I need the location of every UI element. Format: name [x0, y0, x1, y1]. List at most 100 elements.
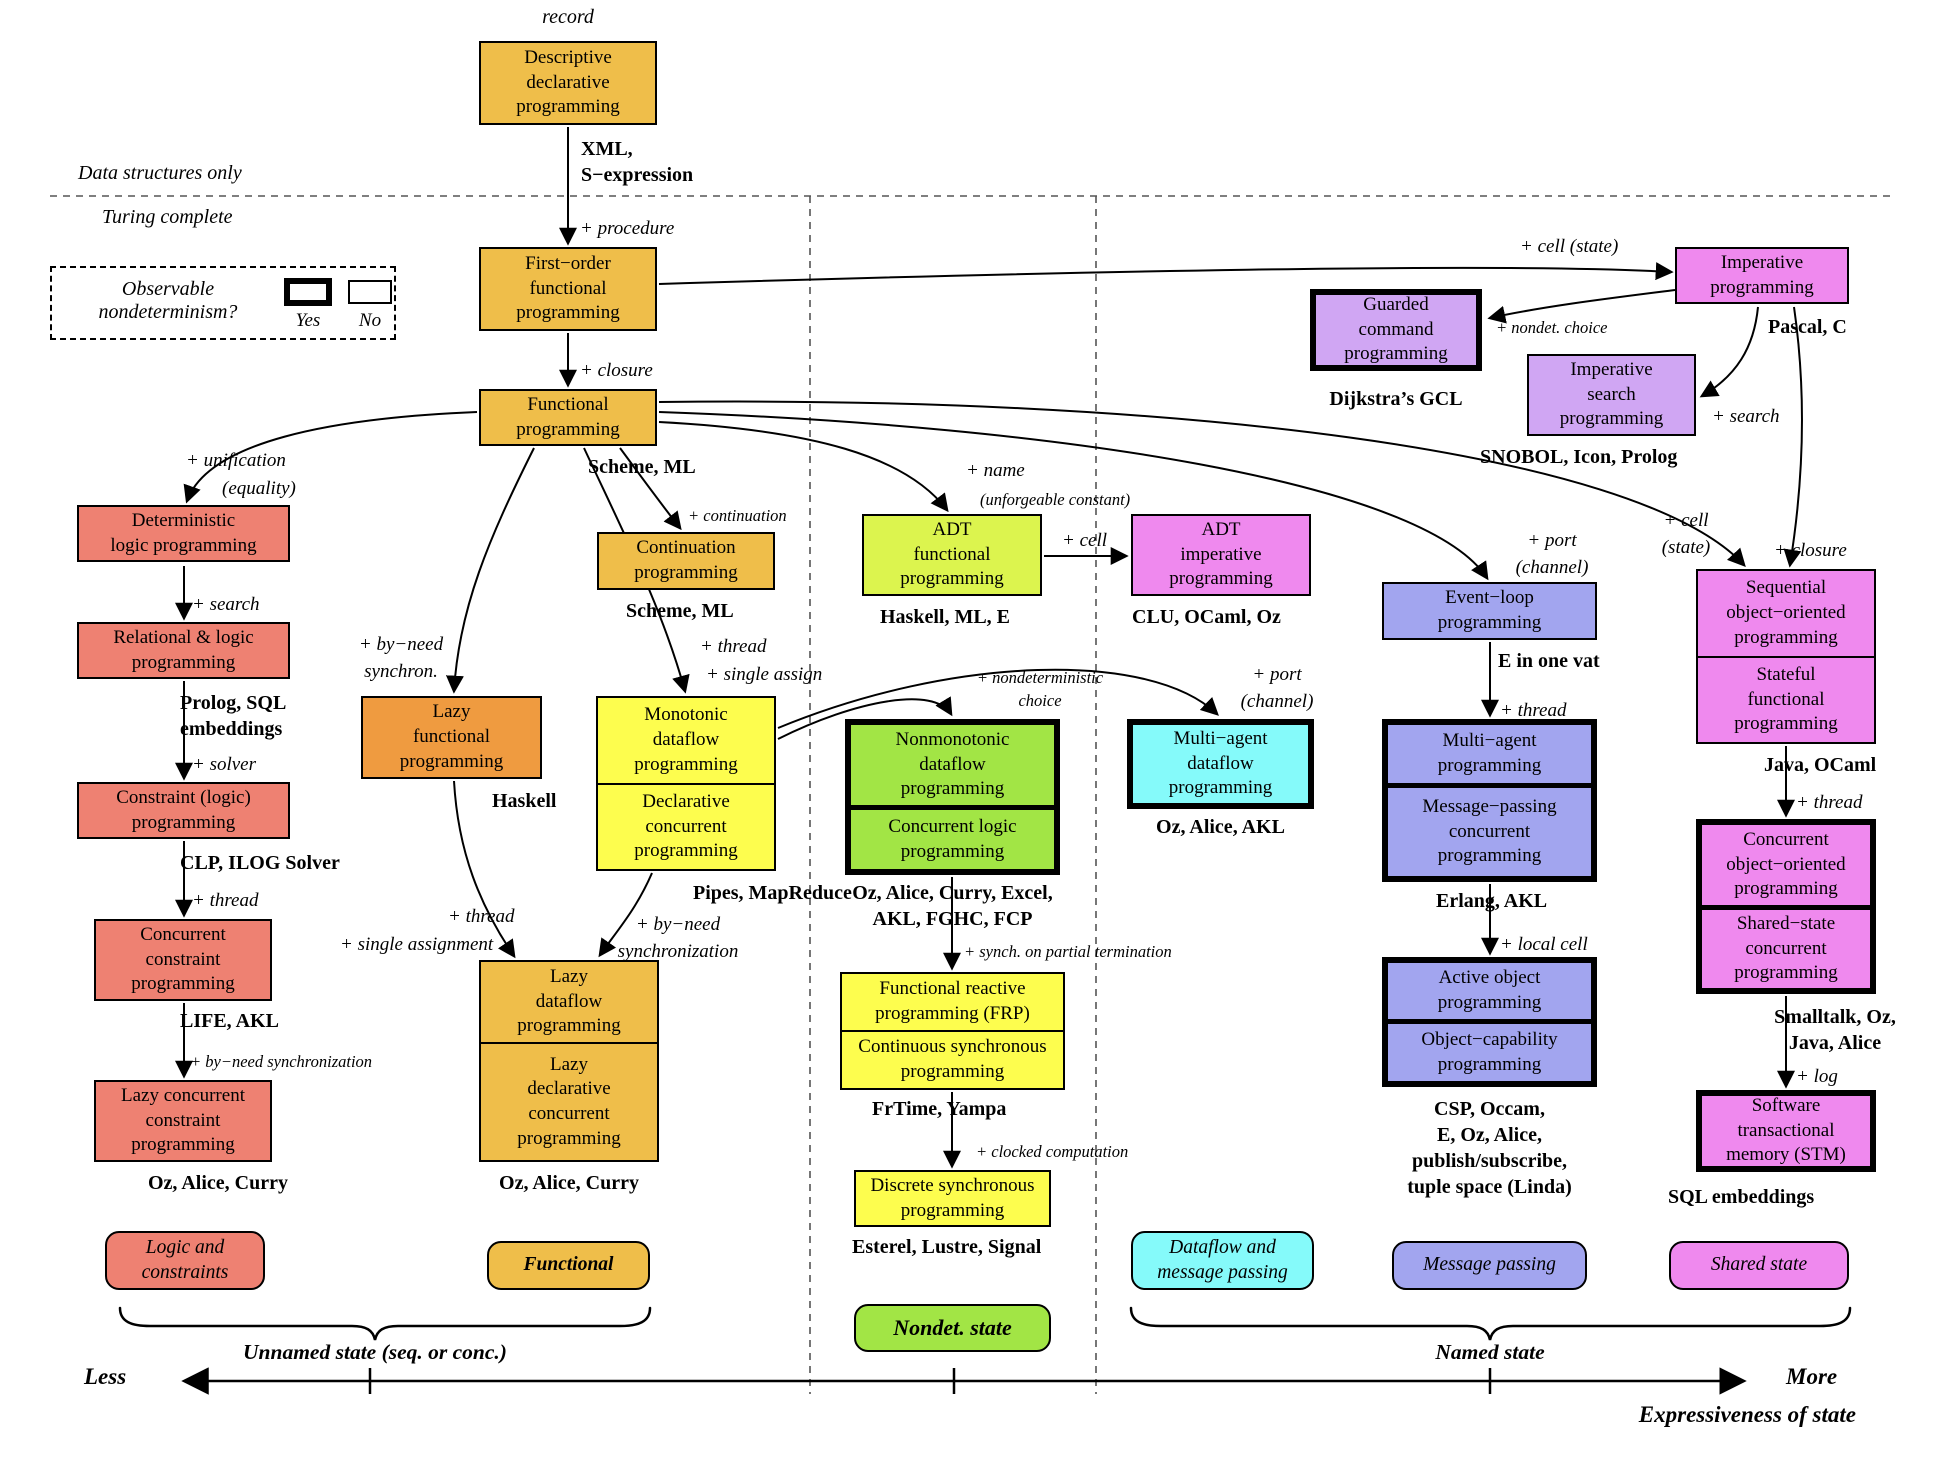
node-frp-continuous-synchronous: Functional reactive programming (FRP) Co… [840, 972, 1065, 1090]
legend-yes-sample-box [284, 278, 332, 306]
edge-monotonic-to-multi-agent-dataflow [777, 668, 1219, 729]
pill-message-passing: Message passing [1392, 1241, 1587, 1290]
langs-constraint: CLP, ILOG Solver [180, 852, 340, 874]
label-search-relational: + search [192, 594, 260, 615]
langs-stm: SQL embeddings [1668, 1186, 1815, 1208]
node-guarded-command-programming: Guarded command programming [1310, 289, 1482, 371]
label-closure: + closure [580, 360, 653, 381]
pill-logic-and-constraints: Logic and constraints [105, 1231, 265, 1290]
node-software-transactional-memory: Software transactional memory (STM) [1696, 1090, 1876, 1172]
edge-monotonic-to-nonmonotonic [777, 696, 953, 740]
legend-no-sample-box [348, 280, 392, 304]
axis-title: Expressiveness of state [1638, 1402, 1856, 1427]
brace-named-state [1129, 1306, 1852, 1341]
langs-lazy-dataflow: Oz, Alice, Curry [499, 1172, 639, 1194]
node-title-nonmonotonic-dataflow: Nonmonotonic dataflow programming [895, 728, 1010, 800]
node-lazy-concurrent-constraint-programming: Lazy concurrent constraint programming [94, 1080, 272, 1162]
edge-functional-to-lazy-functional [445, 447, 535, 694]
node-discrete-synchronous-programming: Discrete synchronous programming [854, 1170, 1051, 1227]
node-title: Guarded command programming [1344, 293, 1448, 365]
node-title: Continuation programming [634, 537, 738, 583]
node-title-multi-agent: Multi−agent programming [1437, 730, 1542, 776]
node-adt-imperative-programming: ADT imperative programming [1131, 514, 1311, 596]
node-title-frp: Functional reactive programming (FRP) [875, 978, 1030, 1024]
node-title: Constraint (logic) programming [116, 786, 251, 833]
node-title: Relational & logic programming [113, 626, 254, 673]
node-title-stateful-functional: Stateful functional programming [1698, 656, 1874, 742]
label-thread-constraint: + thread [192, 890, 259, 911]
label-name: + name [966, 460, 1025, 481]
node-title-lazy-declarative-concurrent: Lazy declarative concurrent programming [481, 1042, 657, 1160]
label-thread-lazy-dataflow: + thread [448, 906, 515, 927]
node-concurrent-oo-shared-state: Concurrent object−oriented programming S… [1696, 819, 1876, 994]
node-title: Event−loop programming [1437, 587, 1542, 633]
node-title: First−order functional programming [516, 252, 620, 324]
label-cell-state-sequential: + cell (state) [1661, 510, 1711, 558]
node-title: Multi−agent dataflow programming [1168, 727, 1273, 799]
langs-relational-logic: Prolog, SQL embeddings [180, 692, 287, 740]
label-continuation: + continuation [688, 506, 787, 525]
label-byneed-synchron: + by−need synchron. [358, 634, 444, 682]
langs-lazy-concurrent-constraint: Oz, Alice, Curry [148, 1172, 288, 1194]
node-title-sequential-oo: Sequential object−oriented programming [1726, 577, 1846, 648]
node-title-object-capability: Object−capability programming [1388, 1019, 1591, 1081]
label-log: + log [1796, 1066, 1838, 1087]
named-state-label: Named state [1435, 1340, 1545, 1364]
node-title-active-object: Active object programming [1437, 967, 1542, 1013]
langs-concurrent-oo: Smalltalk, Oz, Java, Alice [1774, 1006, 1896, 1054]
node-title-shared-state-concurrent: Shared−state concurrent programming [1702, 905, 1870, 988]
node-multi-agent-message-passing: Multi−agent programming Message−passing … [1382, 719, 1597, 882]
node-title-declarative-concurrent: Declarative concurrent programming [598, 783, 774, 869]
langs-guarded: Dijkstra’s GCL [1329, 388, 1463, 410]
langs-sequential-oo: Java, OCaml [1764, 754, 1877, 776]
node-multi-agent-dataflow-programming: Multi−agent dataflow programming [1127, 719, 1314, 809]
label-byneed-sync: + by−need synchronization [190, 1052, 373, 1071]
node-sequential-oo-stateful-functional: Sequential object−oriented programming S… [1696, 569, 1876, 744]
node-title-lazy-dataflow: Lazy dataflow programming [517, 965, 621, 1037]
node-title-message-passing-concurrent: Message−passing concurrent programming [1388, 783, 1591, 876]
node-title: Software transactional memory (STM) [1726, 1094, 1846, 1166]
node-title: ADT imperative programming [1169, 518, 1273, 590]
node-title-continuous-synchronous: Continuous synchronous programming [842, 1030, 1063, 1088]
node-functional-programming: Functional programming [479, 389, 657, 446]
node-relational-logic-programming: Relational & logic programming [77, 622, 290, 679]
edge-imperative-to-guarded [1487, 289, 1676, 324]
label-synch-partial-termination: + synch. on partial termination [964, 942, 1172, 961]
langs-concurrent-constraint: LIFE, AKL [180, 1010, 279, 1032]
node-title: Functional programming [516, 393, 620, 440]
node-title: Lazy concurrent constraint programming [121, 1084, 245, 1156]
axis-less-label: Less [84, 1364, 127, 1389]
label-port-channel-dataflow: + port (channel) [1240, 664, 1314, 712]
label-thread-concurrent-oo: + thread [1796, 792, 1863, 813]
node-imperative-search-programming: Imperative search programming [1527, 354, 1696, 436]
node-event-loop-programming: Event−loop programming [1382, 582, 1597, 640]
label-clocked-computation: + clocked computation [976, 1142, 1129, 1161]
node-active-object-object-capability: Active object programming Object−capabil… [1382, 957, 1597, 1087]
langs-multi-agent-dataflow: Oz, Alice, AKL [1156, 816, 1285, 838]
node-imperative-programming: Imperative programming [1675, 247, 1849, 304]
node-title: Descriptive declarative programming [516, 46, 620, 118]
langs-imperative: Pascal, C [1768, 316, 1847, 338]
label-cell-state: + cell (state) [1520, 236, 1619, 257]
node-title: Imperative programming [1710, 251, 1814, 298]
legend-no-label: No [358, 310, 382, 331]
edge-functional-to-continuation [619, 447, 682, 531]
langs-frp: FrTime, Yampa [872, 1098, 1007, 1120]
edge-declarative-concurrent-to-lazy-dataflow [598, 872, 653, 958]
langs-imperative-search: SNOBOL, Icon, Prolog [1480, 446, 1678, 468]
label-closure-sequential: + closure [1774, 540, 1847, 561]
unnamed-state-label: Unnamed state (seq. or conc.) [243, 1340, 507, 1364]
legend-yes-label: Yes [295, 310, 321, 331]
label-nondet-choice: + nondet. choice [1496, 318, 1608, 337]
data-structures-only-label: Data structures only [78, 162, 242, 184]
label-unforgeable-constant: (unforgeable constant) [980, 490, 1131, 509]
axis-more-label: More [1786, 1364, 1838, 1389]
edge-functional-to-sequential-oo [658, 400, 1746, 567]
record-label: record [542, 6, 594, 28]
node-lazy-dataflow-lazy-declarative-concurrent: Lazy dataflow programming Lazy declarati… [479, 960, 659, 1162]
langs-functional: Scheme, ML [588, 456, 696, 478]
node-title-concurrent-logic: Concurrent logic programming [851, 805, 1054, 869]
label-unification: + unification [186, 450, 286, 471]
node-title-monotonic-dataflow: Monotonic dataflow programming [634, 704, 738, 775]
